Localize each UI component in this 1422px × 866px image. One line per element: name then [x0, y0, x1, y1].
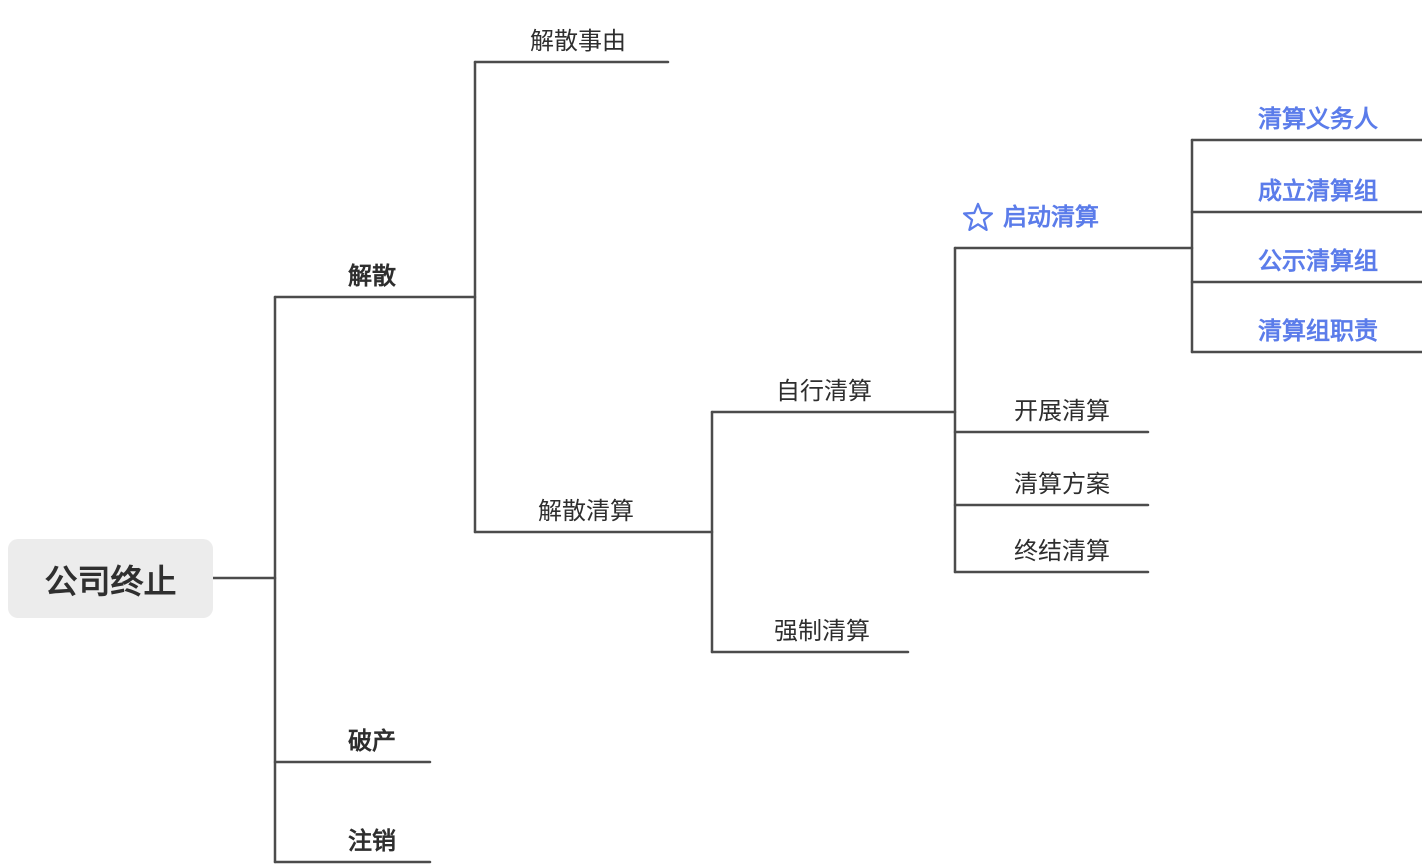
- root-node-company-termination[interactable]: 公司终止: [8, 539, 213, 618]
- node-dissolution-causes[interactable]: 解散事由: [530, 28, 626, 55]
- node-bankruptcy[interactable]: 破产: [348, 728, 396, 755]
- node-liquidation-group-duties[interactable]: 清算组职责: [1258, 318, 1378, 345]
- node-start-liquidation[interactable]: 启动清算: [962, 202, 1099, 234]
- star-outline-icon: [962, 202, 994, 234]
- node-dissolution[interactable]: 解散: [348, 263, 396, 290]
- node-start-liquidation-label: 启动清算: [1003, 203, 1099, 231]
- root-node-label: 公司终止: [44, 562, 177, 600]
- node-liquidation-plan[interactable]: 清算方案: [1014, 471, 1110, 498]
- node-carry-out-liquidation[interactable]: 开展清算: [1014, 398, 1110, 425]
- node-end-liquidation[interactable]: 终结清算: [1014, 538, 1110, 565]
- node-announce-liquidation-group[interactable]: 公示清算组: [1258, 248, 1378, 275]
- node-compulsory-liquidation[interactable]: 强制清算: [774, 618, 870, 645]
- node-self-liquidation[interactable]: 自行清算: [776, 378, 872, 405]
- node-form-liquidation-group[interactable]: 成立清算组: [1258, 178, 1378, 205]
- node-deregistration[interactable]: 注销: [348, 828, 396, 855]
- node-dissolution-liquidation[interactable]: 解散清算: [538, 498, 634, 525]
- node-liquidation-obligor[interactable]: 清算义务人: [1258, 106, 1378, 133]
